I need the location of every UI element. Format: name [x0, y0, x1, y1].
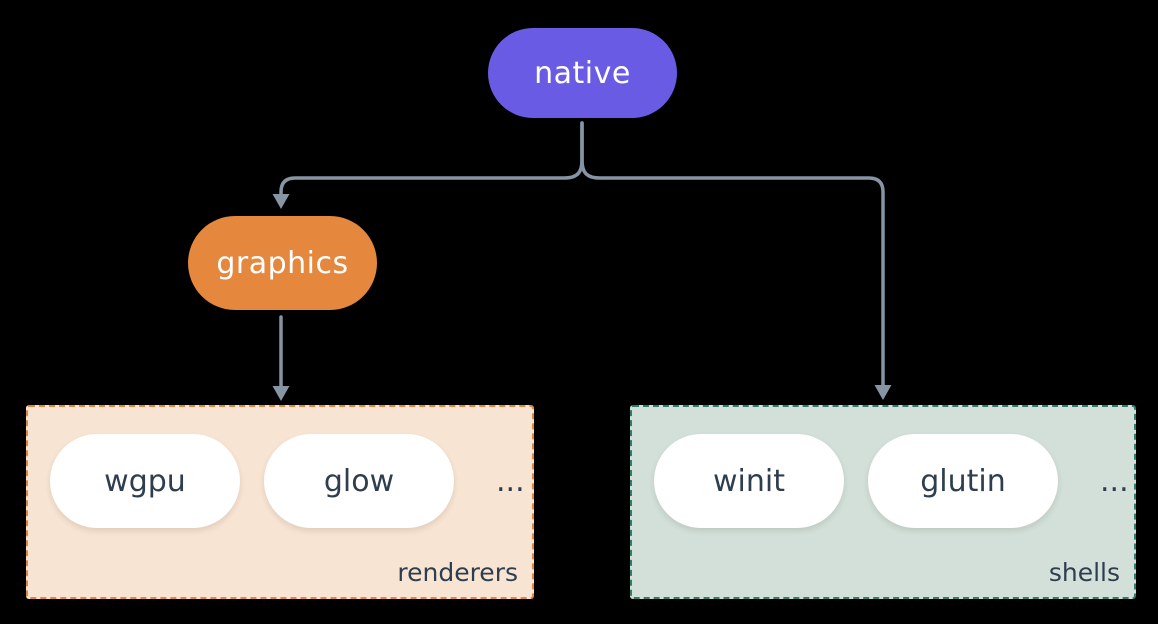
pill-winit: winit [654, 434, 844, 528]
group-shells: winit glutin ... shells [630, 405, 1136, 599]
arrowhead-graphics [272, 194, 290, 209]
shells-ellipsis: ... [1100, 463, 1129, 499]
renderers-ellipsis: ... [496, 463, 525, 499]
shells-pill-row: winit glutin ... [654, 434, 1129, 528]
renderers-pill-row: wgpu glow ... [50, 434, 525, 528]
pill-glow-label: glow [323, 463, 395, 499]
pill-wgpu: wgpu [50, 434, 240, 528]
shells-group-label: shells [1048, 558, 1120, 587]
arrowhead-renderers [272, 386, 290, 401]
node-native-label: native [534, 55, 631, 91]
pill-glutin-label: glutin [920, 463, 1006, 499]
node-graphics-label: graphics [216, 245, 349, 281]
node-native: native [488, 28, 677, 118]
pill-glutin: glutin [868, 434, 1058, 528]
pill-glow: glow [264, 434, 454, 528]
node-graphics: graphics [188, 216, 377, 310]
group-renderers: wgpu glow ... renderers [26, 405, 534, 599]
arrowhead-shells [874, 385, 892, 400]
pill-wgpu-label: wgpu [104, 463, 186, 499]
edge-native-to-shells [580, 121, 885, 390]
edge-native-to-graphics [279, 121, 584, 199]
pill-winit-label: winit [713, 463, 785, 499]
renderers-group-label: renderers [397, 558, 518, 587]
